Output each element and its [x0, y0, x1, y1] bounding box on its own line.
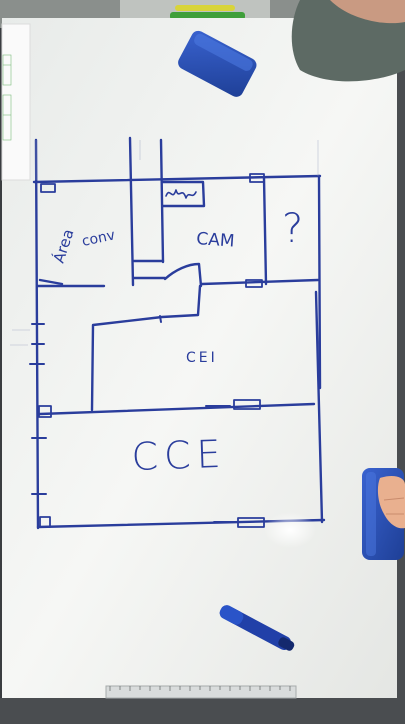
label-unknown-room: ? [282, 206, 303, 252]
label-cei: CEI [186, 350, 218, 366]
label-cam: CAM [196, 229, 235, 252]
window-cei [233, 399, 261, 410]
wall-cei-step [90, 284, 202, 412]
wall-row-mid [200, 278, 320, 286]
window-left-bottom [39, 516, 51, 528]
corridor-left [128, 136, 135, 287]
blue-marker [219, 605, 295, 651]
bottom-frame [0, 698, 405, 724]
window-top-right [249, 173, 265, 183]
hatch-lines [165, 189, 197, 199]
finger-line [383, 497, 405, 515]
window-left-mid [38, 405, 52, 418]
label-cce: CCE [131, 432, 228, 479]
window-mid-right [245, 279, 263, 288]
wall-left [34, 138, 40, 530]
floor-plan-sketch [29, 136, 326, 530]
window-top-left [40, 183, 56, 193]
wall-right-upper [317, 174, 322, 390]
ruler [105, 685, 297, 699]
hand-fingers [377, 476, 405, 529]
wall-right-lower [314, 290, 324, 524]
corridor-right [159, 138, 165, 264]
label-area-bottom: conv [81, 227, 117, 250]
wall-top [32, 174, 322, 184]
window-bottom [237, 517, 265, 528]
taped-paper [1, 23, 31, 181]
light-glare [264, 512, 316, 548]
yellow-marker [175, 5, 235, 11]
right-frame [397, 18, 405, 704]
door-swing [163, 262, 203, 288]
wall-ticks-right [205, 405, 237, 523]
corridor-box [132, 259, 167, 280]
eraser-top [178, 30, 257, 97]
whiteboard-surface [2, 18, 398, 704]
door-mark-area [38, 278, 64, 286]
small-mark-cei [159, 315, 162, 323]
hatched-box [161, 180, 206, 208]
arm-skin [330, 0, 405, 24]
wall-cei-bottom [38, 402, 316, 416]
wall-ticks [29, 323, 47, 495]
wall-cam-right [262, 176, 268, 286]
faint-guides [10, 140, 319, 346]
paper-grid [2, 54, 12, 141]
